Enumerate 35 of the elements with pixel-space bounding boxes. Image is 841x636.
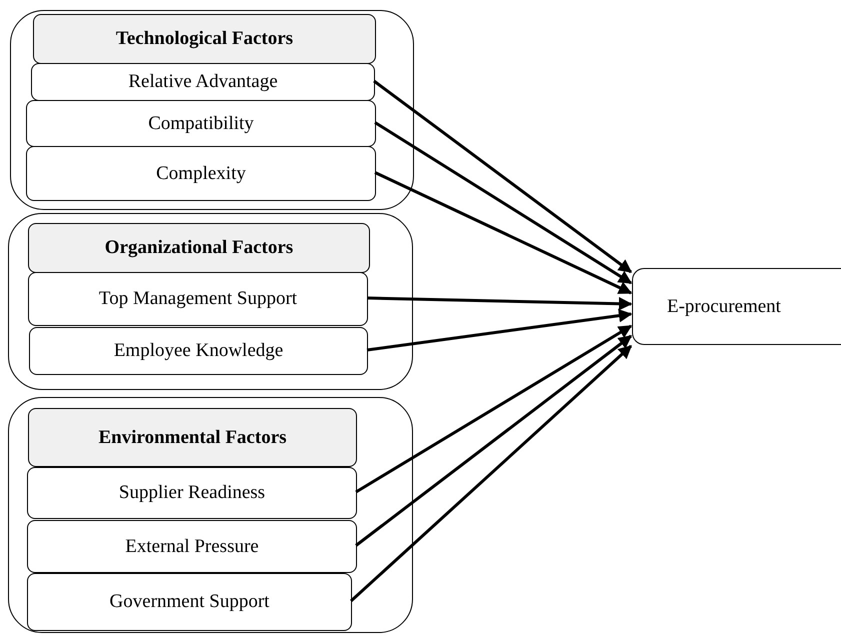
factor-label: E-procurement: [667, 296, 781, 318]
factor-label: Complexity: [156, 162, 246, 184]
arrow: [366, 296, 632, 310]
arrow: [366, 308, 632, 352]
heading-box: [33, 14, 376, 64]
heading-text: Organizational Factors: [104, 237, 294, 259]
heading-text: Environmental Factors: [98, 426, 287, 448]
factor-label: Relative Advantage: [128, 71, 278, 93]
factor-label: Top Management Support: [98, 288, 298, 310]
factor-box: [26, 146, 376, 201]
factor-box: [27, 520, 357, 573]
group-panel: [10, 10, 414, 210]
factor-label: Government Support: [110, 591, 270, 613]
arrow: [355, 334, 632, 547]
arrow: [374, 121, 632, 284]
factor-label: External Pressure: [125, 536, 259, 558]
heading-text: Technological Factors: [116, 28, 294, 50]
group-panel: [8, 397, 413, 633]
factor-label: Employee Knowledge: [114, 340, 284, 362]
group-panel: [8, 213, 413, 390]
factor-box: [27, 467, 357, 519]
factor-box: [29, 327, 368, 375]
heading-box: [28, 408, 357, 467]
factor-box: [31, 63, 375, 101]
factor-box: [26, 100, 376, 147]
factor-label: Compatibility: [148, 112, 254, 134]
arrow: [355, 324, 632, 494]
arrow: [373, 80, 632, 274]
arrow: [350, 344, 632, 602]
heading-box: [28, 223, 370, 273]
outcome-box: [632, 268, 841, 345]
factor-label: Supplier Readiness: [118, 482, 266, 504]
factor-box: [27, 573, 352, 631]
factor-box: [28, 272, 368, 326]
arrow: [374, 171, 632, 294]
